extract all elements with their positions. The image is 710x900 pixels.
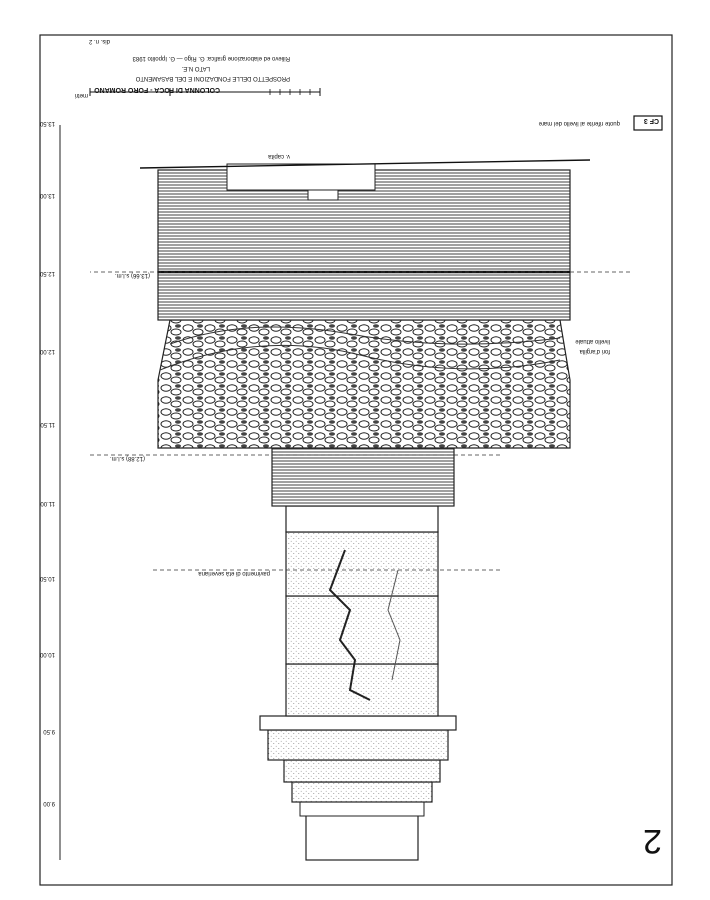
sheet-subtitle: PROSPETTO DELLE FONDAZIONI E DEL BASAMEN…: [135, 75, 290, 81]
graphic-scale: metri: [75, 88, 321, 98]
datum-label-2: (12.88) s.l.m.: [110, 455, 145, 461]
scale-label: metri: [75, 92, 88, 98]
datum-label-1: (13.66) s.l.m.: [115, 272, 150, 278]
top-right-mark: dis. n. 2: [88, 38, 110, 44]
drawing-content: 2: [39, 38, 663, 861]
level-tick-label: 9.00: [43, 800, 55, 806]
level-tick-label: 11.00: [40, 500, 55, 506]
level-tick-label: 10.00: [39, 651, 55, 657]
pavement-annotation: pavimento di età severiana: [198, 570, 270, 576]
sheet-frame: [39, 34, 673, 886]
level-tick-label: 11.50: [40, 421, 55, 427]
ground-line: [139, 159, 591, 169]
level-tick-label: 10.50: [39, 575, 55, 581]
level-tick-label: 12.00: [39, 348, 55, 354]
pedestal-blocks: [285, 505, 439, 717]
sheet-side: LATO N.E.: [181, 65, 210, 71]
top-label: v. capita: [267, 153, 290, 159]
title-block: CF 3 COLONNA DI FOCA - FORO ROMANO PROSP…: [88, 38, 663, 131]
foundation-opening: [226, 163, 376, 191]
page-number: 2: [643, 822, 662, 860]
level-tick-label: 9.50: [43, 728, 55, 734]
sheet-note: Rilievo ed elaborazione grafica: G. Rigo…: [132, 55, 290, 61]
foundation-rubble: [157, 319, 571, 449]
level-scale: 13.50 13.00 12.50 12.00 11.50 11.00 10.5…: [39, 120, 61, 860]
quote-text: quote riferite al livello del mare: [538, 120, 620, 126]
sheet-title: COLONNA DI FOCA - FORO ROMANO: [94, 86, 220, 93]
level-tick-label: 12.50: [39, 270, 55, 276]
column-base: [259, 715, 457, 861]
foundation-mass: [157, 169, 571, 321]
level-tick-label: 13.00: [39, 192, 55, 198]
sheet-tag: [633, 115, 663, 131]
level-tick-label: 13.50: [39, 120, 55, 126]
right-annotation: livello attuale: [575, 338, 610, 344]
right-annotation-2: fori d'argilla: [579, 348, 610, 354]
sheet-tag-text: CF 3: [644, 117, 659, 124]
brick-plinth: [271, 447, 455, 507]
